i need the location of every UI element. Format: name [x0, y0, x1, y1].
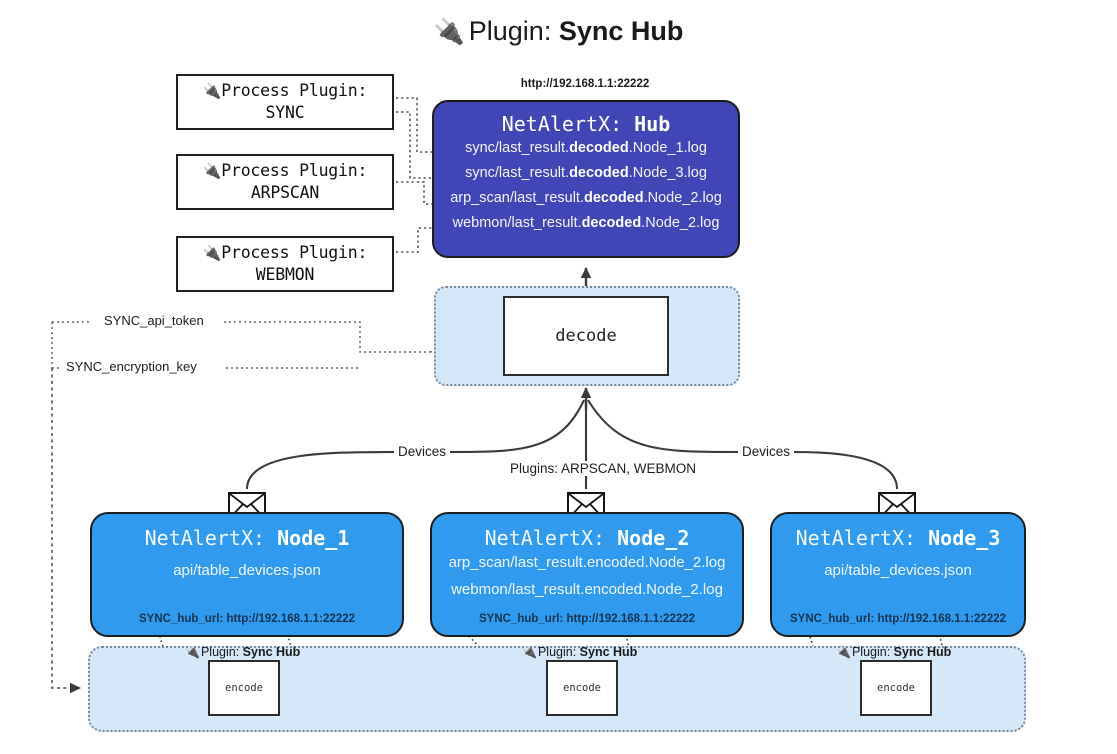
process-plugin-webmon-line2: WEBMON [255, 265, 315, 285]
process-plugin-arpscan-line2: ARPSCAN [250, 183, 320, 203]
node-3-title: NetAlertX: Node_3 [795, 526, 1001, 550]
node-card-node-2[interactable]: NetAlertX: Node_2 arp_scan/last_result.e… [430, 512, 744, 637]
hub-log-4: webmon/last_result.decoded.Node_2.log [452, 214, 720, 231]
node-2-footer: SYNC_hub_url: http://192.168.1.1:22222 [478, 613, 696, 625]
page-title: 🔌Plugin: Sync Hub [0, 16, 1117, 47]
plug-icon: 🔌 [185, 645, 200, 659]
node-1-title: NetAlertX: Node_1 [144, 526, 350, 550]
node-3-line-1: api/table_devices.json [824, 562, 972, 579]
page-title-name: Sync Hub [558, 16, 684, 46]
node-1-footer: SYNC_hub_url: http://192.168.1.1:22222 [138, 613, 356, 625]
plug-icon: 🔌 [202, 82, 222, 100]
hub-node[interactable]: NetAlertX: Hub sync/last_result.decoded.… [432, 100, 740, 258]
node-1-line-1: api/table_devices.json [173, 562, 321, 579]
edge-label-devices-right: Devices [738, 444, 795, 459]
plugin-tag-node-3: 🔌Plugin: Sync Hub [836, 645, 952, 659]
plug-icon: 🔌 [202, 244, 222, 262]
plug-icon: 🔌 [836, 645, 851, 659]
node-card-node-3[interactable]: NetAlertX: Node_3 api/table_devices.json… [770, 512, 1026, 637]
process-plugin-arpscan[interactable]: 🔌Process Plugin: ARPSCAN [176, 154, 394, 210]
encode-box-node-3[interactable]: encode [860, 660, 932, 716]
hub-log-2: sync/last_result.decoded.Node_3.log [465, 164, 707, 181]
process-plugin-webmon-line1: 🔌Process Plugin: [202, 243, 368, 262]
node-2-title: NetAlertX: Node_2 [484, 526, 690, 550]
hub-title: NetAlertX: Hub [501, 112, 671, 136]
plug-icon: 🔌 [522, 645, 537, 659]
decode-box[interactable]: decode [503, 296, 669, 376]
plug-icon: 🔌 [202, 162, 222, 180]
process-plugin-sync-line2: SYNC [265, 103, 305, 123]
node-2-line-1: arp_scan/last_result.encoded.Node_2.log [448, 554, 726, 571]
process-plugin-webmon[interactable]: 🔌Process Plugin: WEBMON [176, 236, 394, 292]
process-plugin-sync-line1: 🔌Process Plugin: [202, 81, 368, 100]
process-plugin-sync[interactable]: 🔌Process Plugin: SYNC [176, 74, 394, 130]
plugin-tag-node-2: 🔌Plugin: Sync Hub [522, 645, 638, 659]
edge-label-plugins-center: Plugins: ARPSCAN, WEBMON [506, 461, 701, 476]
secret-label-api-token: SYNC_api_token [100, 313, 208, 328]
node-card-node-1[interactable]: NetAlertX: Node_1 api/table_devices.json… [90, 512, 404, 637]
node-3-footer: SYNC_hub_url: http://192.168.1.1:22222 [789, 613, 1007, 625]
hub-url-label: http://192.168.1.1:22222 [520, 78, 650, 90]
node-2-line-2: webmon/last_result.encoded.Node_2.log [451, 580, 723, 598]
hub-log-3: arp_scan/last_result.decoded.Node_2.log [450, 189, 722, 206]
hub-log-1: sync/last_result.decoded.Node_1.log [465, 140, 707, 156]
page-title-prefix: Plugin: [468, 16, 552, 46]
process-plugin-arpscan-line1: 🔌Process Plugin: [202, 161, 368, 180]
secret-label-encryption-key: SYNC_encryption_key [62, 359, 201, 374]
plugin-tag-node-1: 🔌Plugin: Sync Hub [185, 645, 301, 659]
edge-label-devices-left: Devices [394, 444, 451, 459]
encode-box-node-2[interactable]: encode [546, 660, 618, 716]
plug-icon: 🔌 [433, 18, 465, 46]
encode-box-node-1[interactable]: encode [208, 660, 280, 716]
